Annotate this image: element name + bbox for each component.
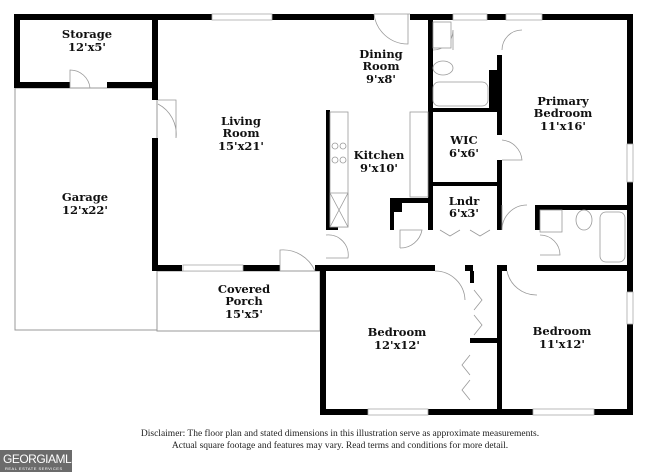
georgia-mls-logo: GEORGIAMLS REAL ESTATE SERVICES bbox=[0, 450, 79, 472]
storage-label: Storage bbox=[62, 27, 112, 41]
porch-label: Covered bbox=[218, 282, 270, 296]
bedroom2-label: Bedroom bbox=[368, 325, 427, 339]
storage-dims: 12'x5' bbox=[68, 40, 106, 54]
kitchen-label: Kitchen bbox=[354, 148, 405, 162]
bath-sink-icon bbox=[539, 209, 563, 233]
room-labels: Storage 12'x5' Garage 12'x22' Living Roo… bbox=[62, 27, 592, 352]
sink-icon bbox=[432, 21, 452, 49]
living-label-2: Room bbox=[222, 126, 259, 140]
living-label: Living bbox=[221, 114, 261, 128]
primary-dims: 11'x16' bbox=[540, 119, 586, 133]
toilet-icon bbox=[432, 60, 454, 76]
garage-dims: 12'x22' bbox=[62, 203, 108, 217]
disclaimer-line-1: Disclaimer: The floor plan and stated di… bbox=[140, 429, 540, 439]
bedroom3-label: Bedroom bbox=[533, 324, 592, 338]
disclaimer: Disclaimer: The floor plan and stated di… bbox=[60, 428, 620, 452]
logo-subtext: REAL ESTATE SERVICES bbox=[5, 466, 63, 471]
living-dims: 15'x21' bbox=[218, 139, 264, 153]
porch-dims: 15'x5' bbox=[225, 307, 263, 321]
bathtub-icon bbox=[599, 211, 626, 263]
doors bbox=[69, 13, 561, 401]
bathtub-icon bbox=[432, 81, 489, 107]
laundry-dims: 6'x3' bbox=[449, 206, 479, 220]
porch-label-2: Porch bbox=[225, 294, 263, 308]
counter-sink bbox=[409, 111, 429, 198]
dining-label-2: Room bbox=[362, 59, 399, 73]
primary-label-2: Bedroom bbox=[534, 106, 593, 120]
windows bbox=[182, 13, 634, 416]
garage-label: Garage bbox=[62, 190, 108, 204]
kitchen-dims: 9'x10' bbox=[360, 161, 398, 175]
primary-label: Primary bbox=[537, 94, 589, 108]
fixtures bbox=[329, 21, 626, 263]
fridge-icon bbox=[329, 192, 349, 228]
bedroom3-dims: 11'x12' bbox=[539, 337, 585, 351]
laundry-label: Lndr bbox=[449, 194, 480, 208]
wic-dims: 6'x6' bbox=[449, 146, 479, 160]
logo-text: GEORGIAMLS bbox=[3, 452, 79, 466]
dining-dims: 9'x8' bbox=[366, 72, 396, 86]
disclaimer-line-2: Actual square footage and features may v… bbox=[171, 441, 509, 451]
toilet-icon bbox=[575, 209, 593, 231]
wic-label: WIC bbox=[449, 133, 477, 147]
dining-label: Dining bbox=[359, 47, 402, 61]
bedroom2-dims: 12'x12' bbox=[374, 338, 420, 352]
